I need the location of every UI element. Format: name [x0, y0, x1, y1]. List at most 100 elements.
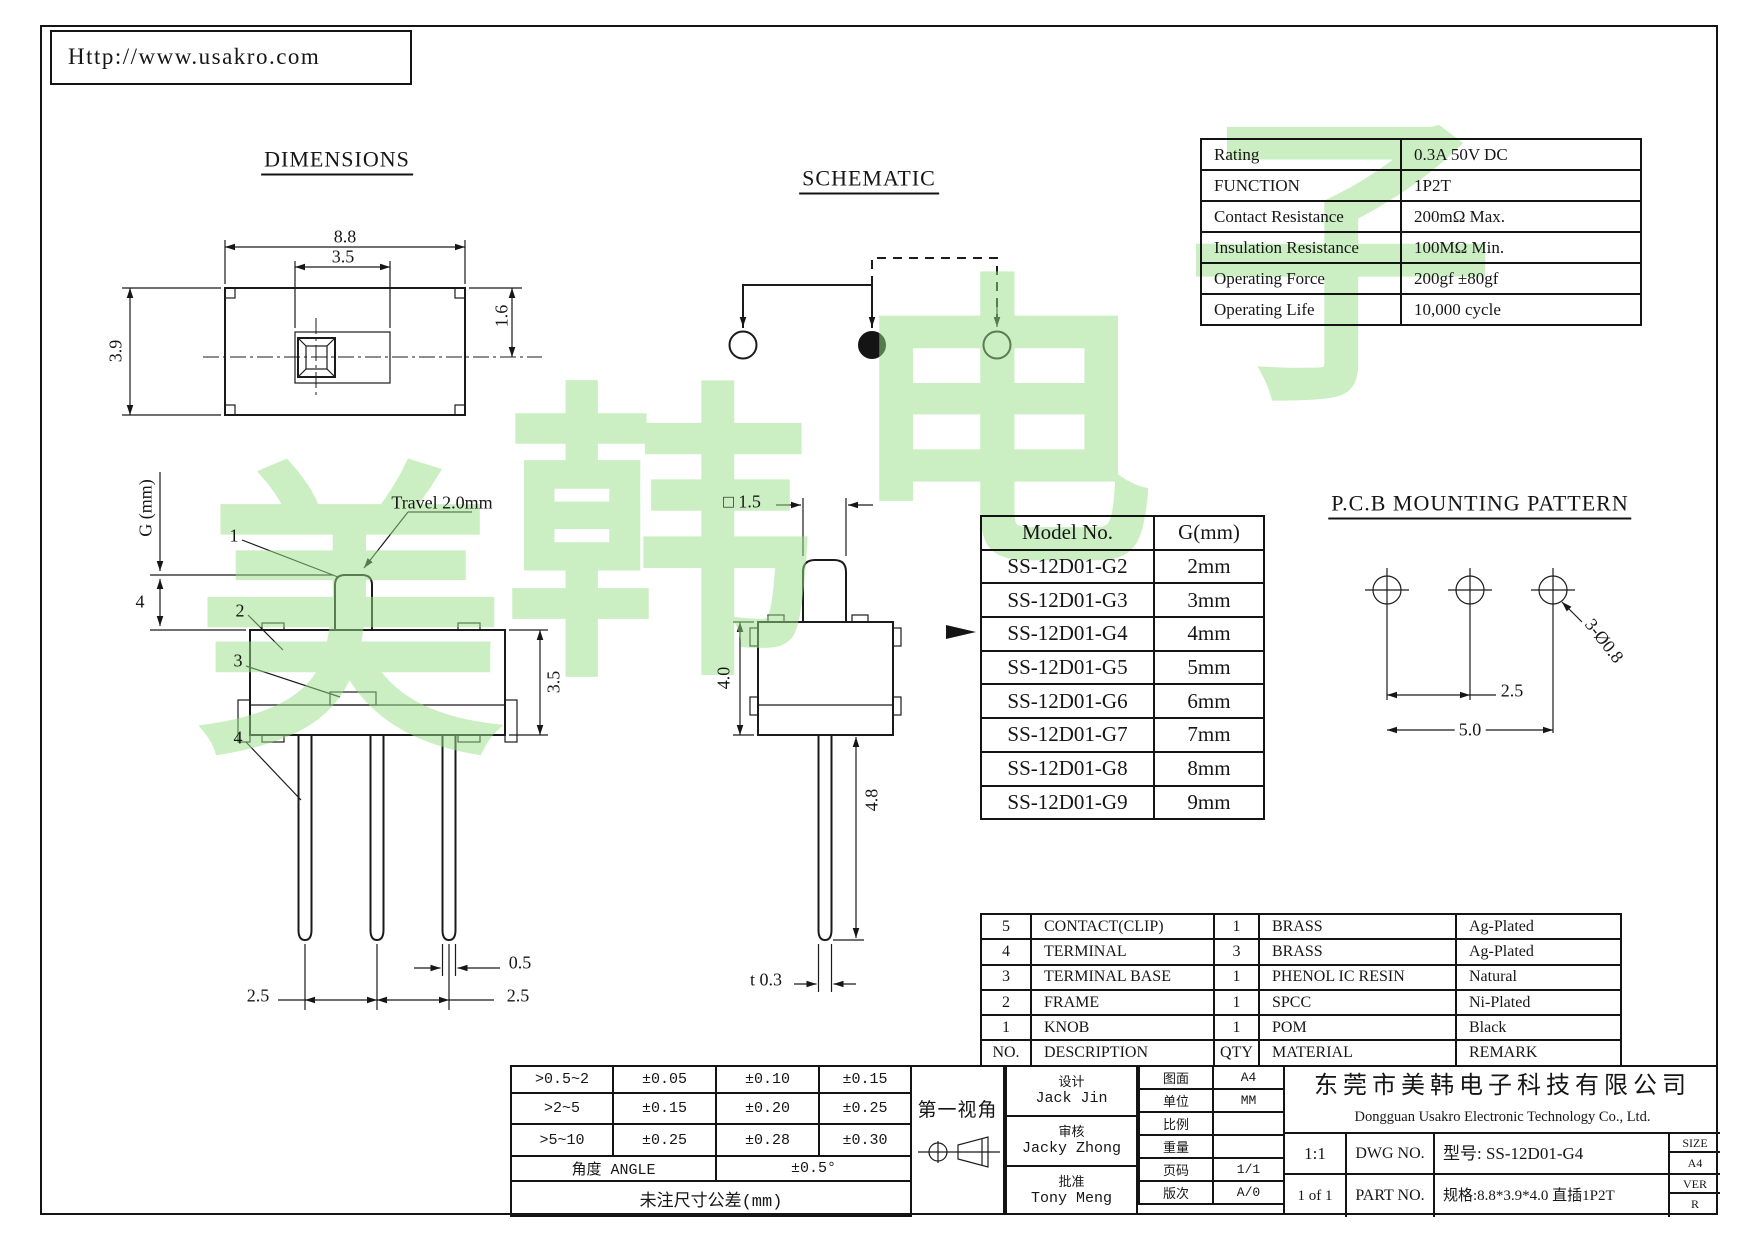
part-material: BRASS — [1258, 938, 1457, 966]
part-qty: 1 — [1213, 963, 1260, 991]
g-value: 5mm — [1153, 649, 1265, 686]
meta-unit-value: MM — [1212, 1088, 1285, 1113]
callout-2: 2 — [235, 600, 245, 621]
part-remark: Ag-Plated — [1455, 938, 1622, 966]
role-design-label: 设计 — [1058, 1074, 1085, 1089]
sheet-number: 1 of 1 — [1285, 1175, 1347, 1217]
part-description: KNOB — [1030, 1014, 1215, 1042]
model-row: SS-12D01-G6 — [980, 683, 1155, 720]
part-remark: Ni-Plated — [1455, 988, 1622, 1017]
front-view-drawing — [150, 472, 548, 1010]
dim-side-thickness: t 0.3 — [749, 969, 783, 990]
part-no-value: 规格:8.8*3.9*4.0 直插1P2T — [1435, 1175, 1670, 1217]
dim-travel: Travel 2.0mm — [391, 492, 493, 513]
spec-value-contact: 200mΩ Max. — [1400, 200, 1642, 233]
meta-scale-value — [1212, 1111, 1285, 1136]
pcb-pattern-drawing — [1365, 568, 1583, 734]
ver-value: R — [1690, 1197, 1699, 1211]
dim-side-height: 4.0 — [713, 666, 734, 690]
part-description: TERMINAL BASE — [1030, 963, 1215, 991]
part-remark: Black — [1455, 1014, 1622, 1042]
meta-unit-label: 单位 — [1138, 1088, 1214, 1113]
top-view-drawing — [122, 240, 542, 416]
schematic-drawing — [728, 257, 1012, 360]
dim-pin-width: 0.5 — [508, 952, 532, 973]
role-review-label: 审核 — [1058, 1124, 1085, 1139]
meta-sheet-value: A4 — [1212, 1065, 1285, 1090]
part-material: POM — [1258, 1014, 1457, 1042]
callout-4: 4 — [233, 727, 243, 748]
spec-value-life: 10,000 cycle — [1400, 293, 1642, 326]
meta-page-label: 页码 — [1138, 1157, 1214, 1182]
dim-top-width: 8.8 — [333, 226, 357, 247]
spec-value-insulation: 100MΩ Min. — [1400, 231, 1642, 264]
part-remark: Ag-Plated — [1455, 912, 1622, 941]
tol-range: >0.5~2 — [510, 1065, 614, 1094]
role-design: 设计 Jack Jin — [1007, 1067, 1136, 1117]
model-row: SS-12D01-G3 — [980, 582, 1155, 619]
dimensions-heading: DIMENSIONS — [261, 147, 413, 176]
tolerance-table: >0.5~2 ±0.05 ±0.10 ±0.15 >2~5 ±0.15 ±0.2… — [510, 1065, 912, 1217]
part-description: FRAME — [1030, 988, 1215, 1017]
meta-weight-label: 重量 — [1138, 1134, 1214, 1159]
meta-rev-value: A/0 — [1212, 1180, 1285, 1205]
role-approve-name: Tony Meng — [1030, 1190, 1112, 1207]
g-value: 4mm — [1153, 616, 1265, 652]
model-row-selected: SS-12D01-G4 — [980, 616, 1155, 652]
dim-top-slot: 3.5 — [331, 246, 355, 267]
part-no-label: PART NO. — [1347, 1175, 1435, 1217]
parts-header-qty: QTY — [1213, 1039, 1260, 1067]
part-no: 4 — [980, 938, 1032, 966]
website-url: Http://www.usakro.com — [50, 30, 412, 85]
part-material: PHENOL IC RESIN — [1258, 963, 1457, 991]
tol-value: ±0.05 — [612, 1065, 717, 1094]
parts-table: 5 CONTACT(CLIP) 1 BRASS Ag-Plated 4 TERM… — [980, 912, 1622, 1067]
part-qty: 1 — [1213, 1014, 1260, 1042]
tol-footer: 未注尺寸公差(mm) — [510, 1180, 912, 1217]
callout-1: 1 — [229, 525, 239, 546]
parts-header-description: DESCRIPTION — [1030, 1039, 1215, 1067]
tol-angle-value: ±0.5° — [715, 1155, 912, 1182]
dim-g-axis: G (mm) — [135, 479, 156, 537]
model-row: SS-12D01-G7 — [980, 717, 1155, 753]
role-approve: 批准 Tony Meng — [1007, 1167, 1136, 1217]
spec-label-insulation: Insulation Resistance — [1200, 231, 1402, 264]
selected-model-arrow-icon — [946, 625, 976, 639]
model-row: SS-12D01-G8 — [980, 750, 1155, 787]
meta-sheet-label: 图面 — [1138, 1065, 1214, 1090]
part-material: SPCC — [1258, 988, 1457, 1017]
spec-label-life: Operating Life — [1200, 293, 1402, 326]
parts-header-remark: REMARK — [1455, 1039, 1622, 1067]
model-header: Model No. — [980, 515, 1155, 551]
dwg-no-value: 型号: SS-12D01-G4 — [1435, 1134, 1670, 1173]
part-description: TERMINAL — [1030, 938, 1215, 966]
projection-label: 第一视角 — [917, 1100, 998, 1121]
part-remark: Natural — [1455, 963, 1622, 991]
tol-angle-label: 角度 ANGLE — [510, 1155, 717, 1182]
schematic-heading: SCHEMATIC — [799, 166, 939, 195]
g-value: 2mm — [1153, 548, 1265, 585]
size-label: SIZE — [1670, 1134, 1720, 1153]
spec-value-rating: 0.3A 50V DC — [1400, 138, 1642, 171]
g-value: 9mm — [1153, 784, 1265, 821]
size-value: A4 — [1687, 1156, 1703, 1170]
dim-pcb-pitch: 2.5 — [1500, 680, 1524, 701]
part-no: 2 — [980, 988, 1032, 1017]
company-name-en: Dongguan Usakro Electronic Technology Co… — [1285, 1103, 1720, 1134]
dim-top-offset: 1.6 — [491, 304, 512, 328]
role-review: 审核 Jacky Zhong — [1007, 1117, 1136, 1167]
company-block: 东莞市美韩电子科技有限公司 Dongguan Usakro Electronic… — [1283, 1065, 1720, 1217]
spec-label-contact: Contact Resistance — [1200, 200, 1402, 233]
spec-value-function: 1P2T — [1400, 169, 1642, 202]
dim-top-height: 3.9 — [105, 339, 126, 363]
meta-weight-value — [1212, 1134, 1285, 1159]
pcb-heading: P.C.B MOUNTING PATTERN — [1328, 491, 1632, 520]
spec-label-function: FUNCTION — [1200, 169, 1402, 202]
part-material: BRASS — [1258, 912, 1457, 941]
projection-cell: 第一视角 — [910, 1065, 1005, 1215]
tol-value: ±0.15 — [818, 1065, 912, 1094]
spec-label-force: Operating Force — [1200, 262, 1402, 295]
model-row: SS-12D01-G9 — [980, 784, 1155, 821]
